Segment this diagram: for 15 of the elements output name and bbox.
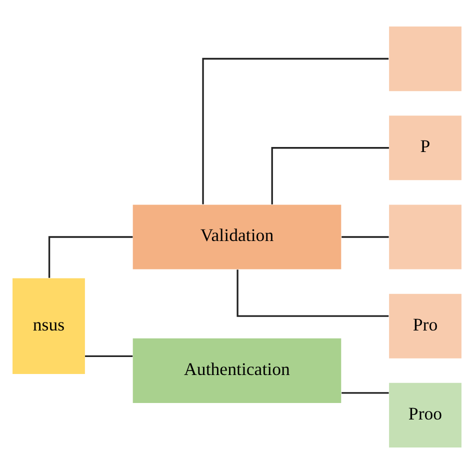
connector — [48, 236, 133, 278]
connector — [202, 58, 389, 204]
node-box: Proo — [389, 382, 462, 448]
connector — [342, 392, 389, 394]
node-box: Validation — [132, 204, 342, 270]
connector — [85, 355, 133, 358]
node-box: Authentication — [132, 338, 342, 403]
node-box — [389, 26, 462, 92]
node-box: P — [389, 116, 462, 180]
connector — [342, 236, 389, 238]
node-box — [389, 204, 462, 270]
node-box: Pro — [389, 294, 462, 358]
node-box: nsus — [12, 278, 85, 374]
connector — [271, 147, 389, 204]
connector — [236, 270, 389, 317]
